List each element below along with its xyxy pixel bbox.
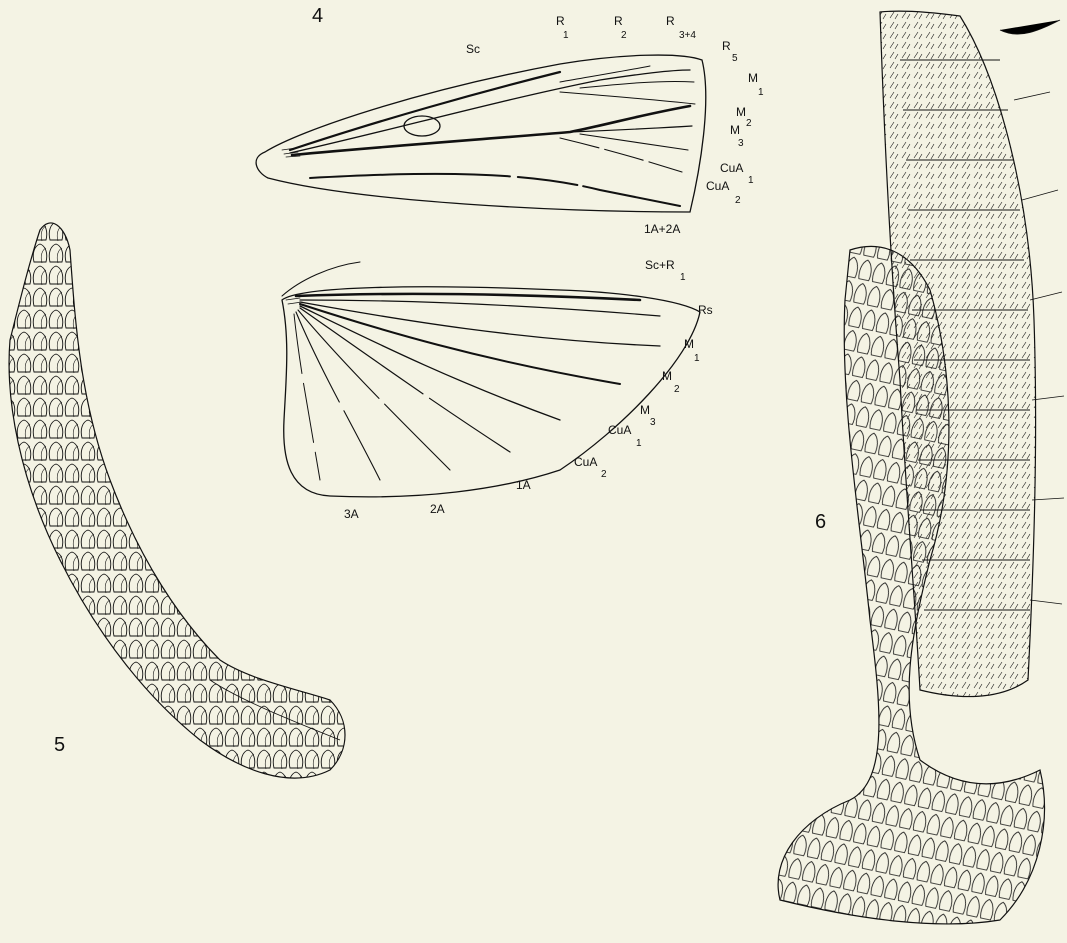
hindwing-label-cua1: CuA	[608, 424, 631, 436]
scale-patch-drawing	[9, 223, 345, 778]
hindwing-label-m2: M	[662, 370, 672, 382]
forewing-label-r2: R	[614, 15, 623, 27]
hindwing-label-3a: 3A	[344, 508, 359, 520]
forewing-label-r1: R	[556, 15, 565, 27]
forewing-label-cua1: CuA	[720, 162, 743, 174]
forewing-label-r5-sub: 5	[732, 54, 738, 64]
forewing-label-cua2-sub: 2	[735, 196, 741, 206]
figure-number-5: 5	[54, 735, 65, 755]
hindwing-label-1a: 1A	[516, 479, 531, 491]
hindwing-label-2a: 2A	[430, 503, 445, 515]
forewing-label-cua2: CuA	[706, 180, 729, 192]
forewing-label-r2-sub: 2	[621, 31, 627, 41]
forewing-anal-vein	[310, 174, 680, 206]
forewing-label-r5: R	[722, 40, 731, 52]
hindwing-label-scr1-sub: 1	[680, 273, 686, 283]
forewing-label-r1-sub: 1	[563, 31, 569, 41]
forewing-outline	[256, 55, 706, 212]
forewing-cell-spot	[404, 116, 440, 136]
hindwing-sc-r-vein	[296, 294, 640, 300]
forewing-label-m3-sub: 3	[738, 139, 744, 149]
hindwing-label-rs: Rs	[698, 304, 713, 316]
hindwing-label-cua1-sub: 1	[636, 439, 642, 449]
antenna-drawing	[778, 11, 1064, 924]
figure-number-4: 4	[312, 6, 323, 26]
hindwing-label-m1: M	[684, 338, 694, 350]
scale-patch-shape	[9, 223, 345, 778]
forewing-label-cua1-sub: 1	[748, 176, 754, 186]
hindwing-drawing	[282, 262, 700, 497]
forewing-label-1a2a: 1A+2A	[644, 223, 680, 235]
forewing-label-r34-sub: 3+4	[679, 31, 696, 41]
hindwing-label-cua2-sub: 2	[601, 470, 607, 480]
forewing-label-m1: M	[748, 72, 758, 84]
hindwing-label-m2-sub: 2	[674, 385, 680, 395]
hindwing-label-m1-sub: 1	[694, 354, 700, 364]
forewing-label-m2-sub: 2	[746, 119, 752, 129]
forewing-label-m3: M	[730, 124, 740, 136]
hindwing-label-m3-sub: 3	[650, 418, 656, 428]
forewing-label-r34: R	[666, 15, 675, 27]
forewing-drawing	[256, 55, 706, 212]
figure-number-6: 6	[815, 512, 826, 532]
hindwing-label-scr1: Sc+R	[645, 259, 675, 271]
forewing-costal-vein	[290, 72, 560, 150]
forewing-label-sc: Sc	[466, 43, 480, 55]
forewing-radial-vein	[290, 70, 690, 153]
hindwing-label-m3: M	[640, 404, 650, 416]
forewing-label-m2: M	[736, 106, 746, 118]
forewing-label-m1-sub: 1	[758, 88, 764, 98]
hindwing-label-cua2: CuA	[574, 456, 597, 468]
